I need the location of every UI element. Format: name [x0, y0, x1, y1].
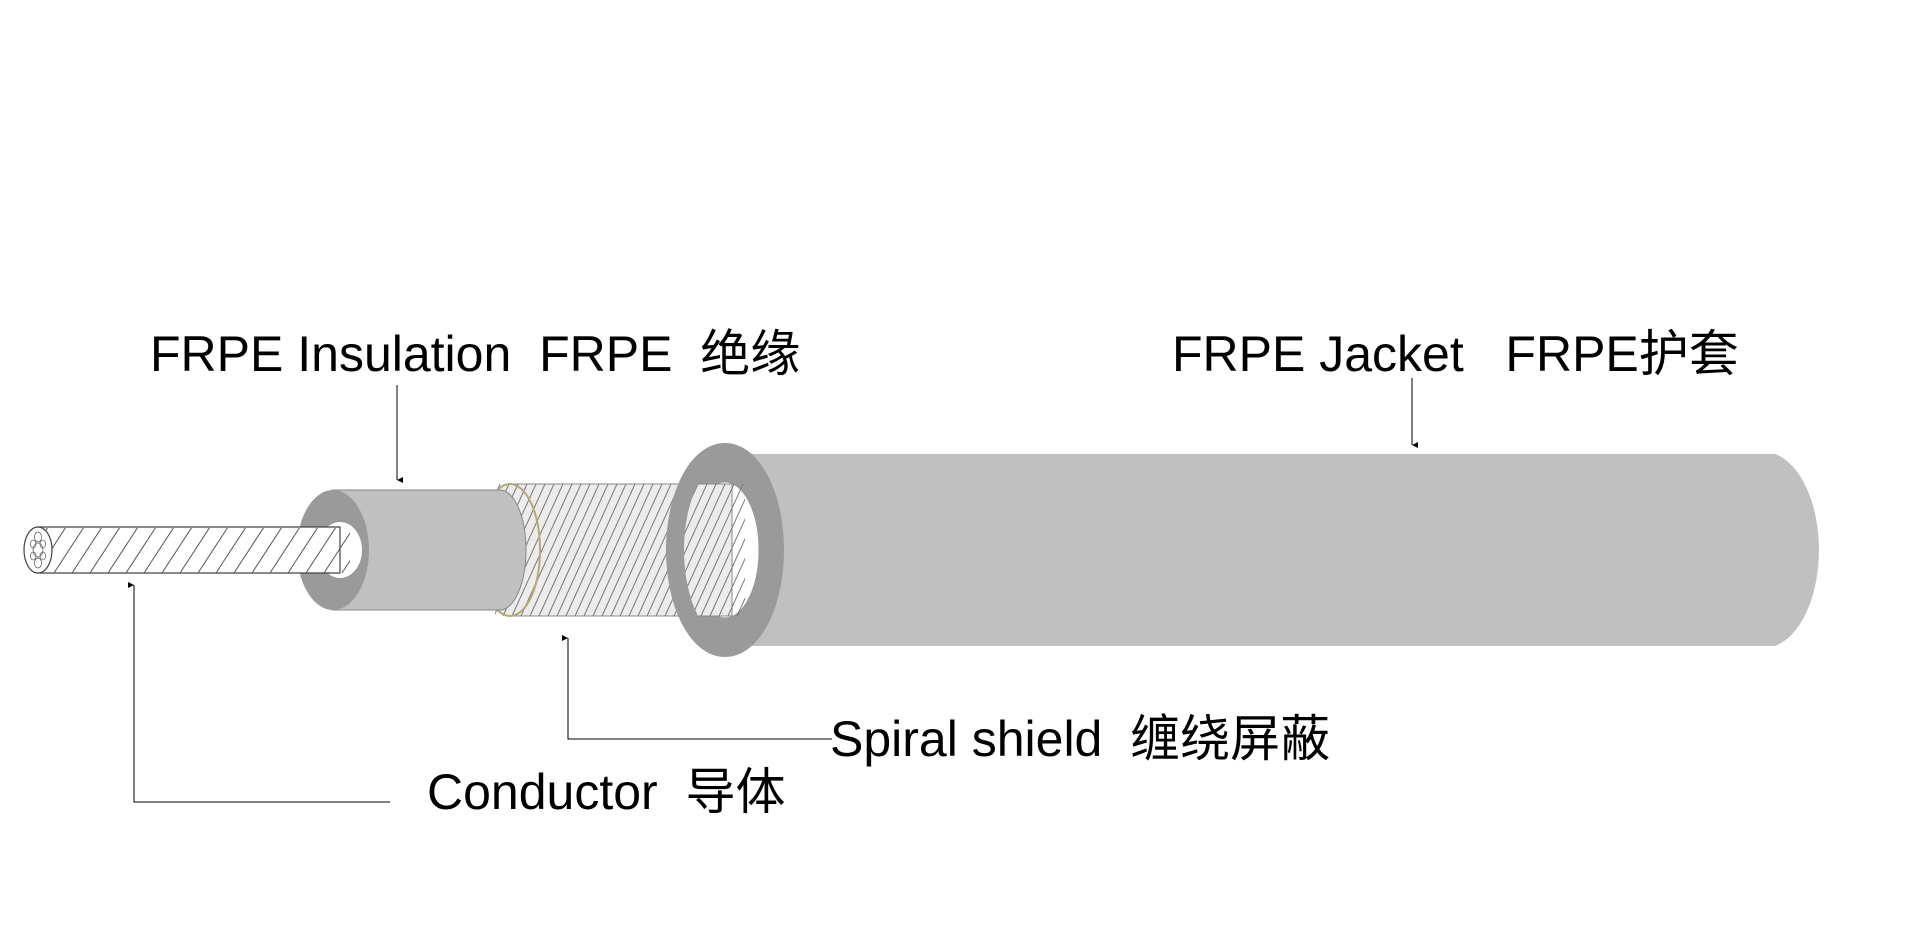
shield-wire: [727, 577, 745, 617]
conductor-strand: [233, 528, 264, 574]
conductor-strand: [53, 528, 84, 574]
conductor-tip: [23, 526, 53, 574]
conductor-strand: [107, 528, 138, 574]
conductor-strand: [305, 528, 336, 574]
conductor-strand: [179, 528, 210, 574]
conductor-strand: [269, 528, 300, 574]
shield-label: Spiral shield 缠绕屏蔽: [830, 711, 1331, 767]
conductor-strand: [287, 528, 318, 574]
shield-wire: [520, 483, 582, 617]
conductor-tip-strand: [39, 539, 46, 549]
conductor-strand: [89, 528, 120, 574]
shield-wire: [529, 483, 591, 617]
conductor-strand: [251, 528, 282, 574]
shield-wire: [655, 483, 717, 617]
shield-leader: [562, 635, 832, 740]
conductor-layer: [23, 526, 350, 574]
shield-wire: [619, 483, 681, 617]
shield-wire: [592, 483, 654, 617]
shield-wire: [691, 498, 745, 617]
conductor-strand: [143, 528, 174, 574]
leader-lines: [128, 378, 1418, 803]
conductor-strand: [71, 528, 102, 574]
conductor-label: Conductor 导体: [427, 764, 786, 820]
shield-wire: [601, 483, 663, 617]
conductor-tip-strand: [34, 531, 42, 543]
conductor-strand: [323, 532, 350, 574]
shield-wire: [565, 483, 627, 617]
conductor-tip-strand: [30, 539, 37, 549]
shield-wire: [574, 483, 636, 617]
conductor-tip-strand: [34, 557, 42, 569]
shield-wire: [682, 483, 744, 617]
insulation-label: FRPE Insulation FRPE 绝缘: [150, 326, 801, 382]
shield-wire: [718, 557, 745, 617]
conductor-strand: [197, 528, 228, 574]
shield-wire: [556, 483, 618, 617]
shield-wire: [583, 483, 645, 617]
conductor-strand: [125, 528, 156, 574]
jacket-layer: [675, 452, 1819, 648]
conductor-strand: [161, 528, 192, 574]
shield-wire: [547, 483, 609, 617]
conductor-leader: [128, 582, 390, 803]
shield-wire: [610, 483, 672, 617]
conductor-tip-strand: [39, 551, 46, 561]
jacket-body: [725, 454, 1819, 646]
conductor-body: [37, 526, 341, 574]
jacket-label: FRPE Jacket FRPE护套: [1172, 326, 1739, 382]
shield-wire: [511, 483, 573, 617]
shield-wire: [538, 483, 600, 617]
insulation-body: [331, 489, 527, 611]
conductor-tip-strand: [32, 542, 44, 558]
shield-wire: [709, 537, 745, 617]
conductor-strand: [341, 559, 350, 574]
shield-wire: [700, 517, 745, 617]
jacket-end-ring-front: [666, 443, 784, 657]
conductor-tip-strand: [30, 551, 37, 561]
conductor-strand: [215, 528, 246, 574]
